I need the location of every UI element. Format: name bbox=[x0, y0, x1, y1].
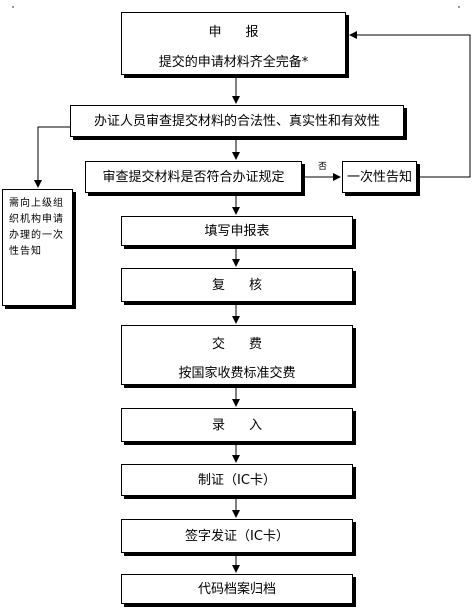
sign-issue-label: 签字发证（IC卡） bbox=[185, 529, 289, 544]
box-recheck: 复核 bbox=[121, 268, 353, 302]
box-sign-issue: 签字发证（IC卡） bbox=[121, 519, 353, 553]
review-legality-label: 办证人员审查提交材料的合法性、真实性和有效性 bbox=[93, 114, 380, 129]
box-review-legality: 办证人员审查提交材料的合法性、真实性和有效性 bbox=[70, 105, 404, 137]
pay-title: 交费 bbox=[211, 337, 286, 352]
box-check-rules: 审查提交材料是否符合办证规定 bbox=[85, 161, 302, 193]
check-rules-label: 审查提交材料是否符合办证规定 bbox=[102, 170, 285, 185]
box-archive: 代码档案归档 bbox=[121, 574, 353, 604]
box-notify-once: 一次性告知 bbox=[342, 161, 417, 193]
box-side-note: 需向上级组织机构申请办理的一次性告知 bbox=[2, 189, 73, 306]
apply-subtitle: 提交的申请材料齐全完备* bbox=[158, 55, 309, 70]
box-pay: 交费 按国家收费标准交费 bbox=[121, 325, 353, 385]
box-apply: 申报 提交的申请材料齐全完备* bbox=[121, 12, 346, 75]
side-note-label: 需向上级组织机构申请办理的一次性告知 bbox=[9, 198, 64, 257]
pay-subtitle: 按国家收费标准交费 bbox=[178, 366, 296, 381]
edge-label-no: 否 bbox=[318, 162, 328, 172]
arrow-review-to-side-note bbox=[34, 126, 70, 188]
notify-once-label: 一次性告知 bbox=[346, 170, 412, 185]
corner-mark-top-left bbox=[12, 6, 14, 8]
arrow-notify-back-to-apply bbox=[349, 31, 471, 178]
box-entry: 录入 bbox=[121, 408, 353, 442]
recheck-label: 复核 bbox=[211, 278, 286, 293]
box-make-card: 制证（IC卡） bbox=[121, 464, 353, 496]
entry-label: 录入 bbox=[211, 418, 286, 433]
box-fill-form: 填写申报表 bbox=[121, 216, 353, 246]
fill-form-label: 填写申报表 bbox=[204, 224, 270, 239]
apply-title: 申报 bbox=[208, 25, 283, 40]
archive-label: 代码档案归档 bbox=[197, 582, 276, 597]
corner-mark-top-right bbox=[458, 6, 460, 8]
make-card-label: 制证（IC卡） bbox=[198, 473, 276, 488]
